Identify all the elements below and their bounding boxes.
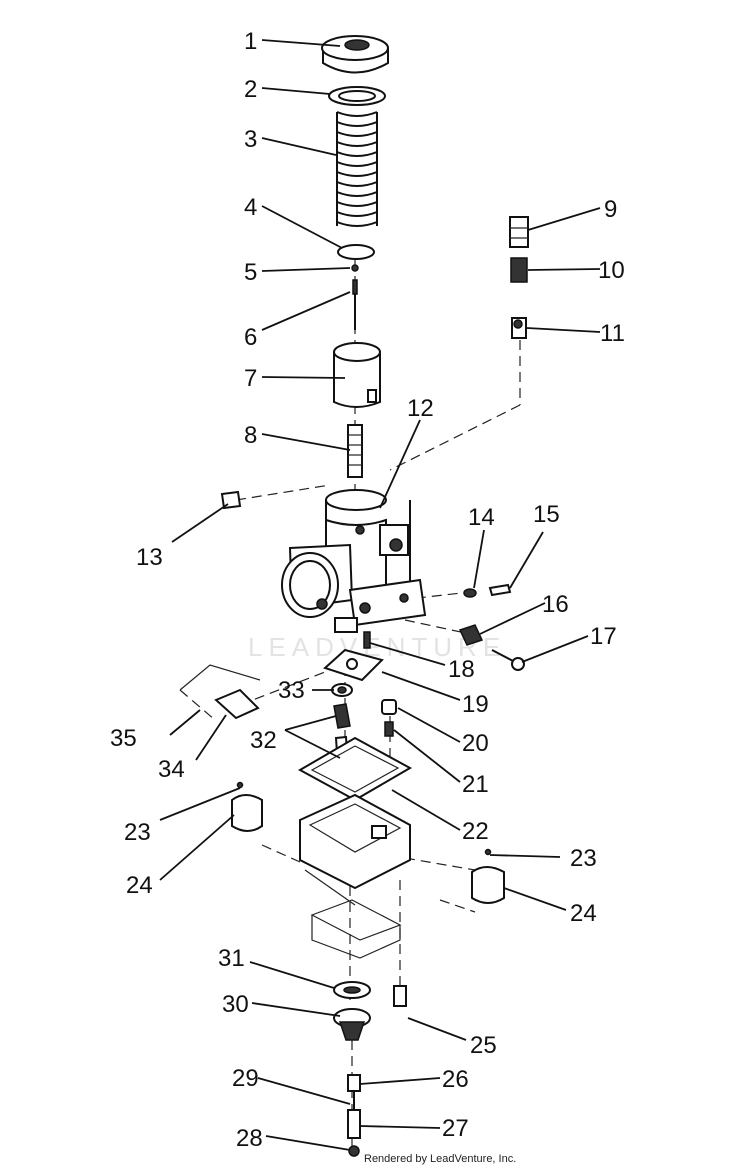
part-5-clip — [351, 264, 359, 272]
callout-26: 26 — [442, 1066, 469, 1093]
part-7-throttle-slide — [333, 342, 381, 408]
callout-6: 6 — [244, 324, 257, 351]
part-14-seal — [463, 588, 477, 598]
callout-12: 12 — [407, 395, 434, 422]
part-30-holder — [333, 1008, 371, 1041]
callout-21: 21 — [462, 771, 489, 798]
part-21-jet — [384, 721, 394, 737]
credit-text: Rendered by LeadVenture, Inc. — [364, 1153, 517, 1165]
callout-13: 13 — [136, 544, 163, 571]
part-15-screw — [488, 583, 512, 597]
callout-30: 30 — [222, 991, 249, 1018]
callout-11: 11 — [600, 320, 625, 347]
callout-3: 3 — [244, 126, 257, 153]
part-23-24-right — [471, 848, 505, 904]
callout-10: 10 — [598, 257, 625, 284]
part-8-needle-jet — [347, 424, 363, 478]
part-19-float-arm — [323, 648, 384, 682]
callout-22: 22 — [462, 818, 489, 845]
part-26-29-jet-stack — [347, 1074, 361, 1157]
callout-19: 19 — [462, 691, 489, 718]
part-25-screw — [393, 985, 407, 1007]
callout-32: 32 — [250, 727, 277, 754]
part-17-idle-screw — [491, 649, 525, 671]
callout-2: 2 — [244, 76, 257, 103]
callout-24a: 24 — [126, 872, 153, 899]
callout-18: 18 — [448, 656, 475, 683]
part-6-jet-needle — [352, 279, 358, 330]
part-10-spring — [510, 257, 528, 283]
part-11-cap — [511, 317, 527, 339]
callout-23b: 23 — [570, 845, 597, 872]
callout-1: 1 — [244, 28, 257, 55]
part-33-needle-valve — [331, 683, 353, 697]
part-20-jet — [381, 699, 397, 715]
callout-29: 29 — [232, 1065, 259, 1092]
part-4-retainer-plate — [337, 244, 375, 260]
callout-8: 8 — [244, 422, 257, 449]
part-9-fitting — [509, 216, 529, 248]
callout-4: 4 — [244, 194, 257, 221]
callout-5: 5 — [244, 259, 257, 286]
part-18-pin — [363, 631, 371, 649]
part-1-top-cap — [321, 35, 389, 74]
callout-14: 14 — [468, 504, 495, 531]
float-bowl — [299, 793, 411, 959]
callout-35: 35 — [110, 725, 137, 752]
part-35-line — [179, 664, 261, 691]
part-2-washer — [328, 86, 386, 106]
callout-20: 20 — [462, 730, 489, 757]
part-16-spring — [458, 624, 484, 646]
callout-33: 33 — [278, 677, 305, 704]
part-3-spring — [336, 111, 378, 227]
callout-9: 9 — [604, 196, 617, 223]
part-12-carburetor-body — [281, 489, 427, 633]
callout-7: 7 — [244, 365, 257, 392]
callout-27: 27 — [442, 1115, 469, 1142]
callout-25: 25 — [470, 1032, 497, 1059]
callout-28: 28 — [236, 1125, 263, 1152]
part-23-24-left — [231, 781, 263, 832]
callout-labels: 1 2 3 4 5 6 7 8 9 10 11 12 13 14 15 16 1… — [110, 28, 625, 1152]
callout-23a: 23 — [124, 819, 151, 846]
callout-16: 16 — [542, 591, 569, 618]
leader-lines — [159, 39, 601, 1151]
part-31-o-ring — [333, 981, 371, 999]
callout-31: 31 — [218, 945, 245, 972]
callout-17: 17 — [590, 623, 617, 650]
callout-15: 15 — [533, 501, 560, 528]
part-34-clip — [214, 688, 260, 720]
callout-34: 34 — [158, 756, 185, 783]
callout-24b: 24 — [570, 900, 597, 927]
